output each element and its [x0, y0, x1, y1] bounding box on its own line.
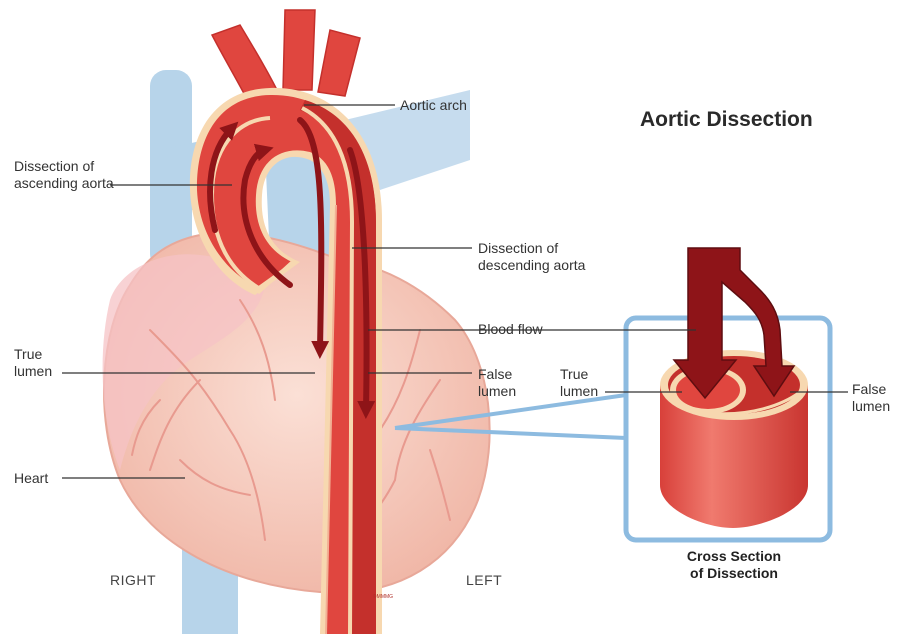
label-inset-true-lumen: True lumen — [560, 366, 598, 400]
diagram-title: Aortic Dissection — [640, 108, 813, 132]
label-dissection-descending: Dissection of descending aorta — [478, 240, 585, 274]
label-aortic-arch: Aortic arch — [400, 97, 467, 114]
label-dissection-ascending: Dissection of ascending aorta — [14, 158, 114, 192]
label-blood-flow: Blood flow — [478, 321, 543, 338]
label-true-lumen: True lumen — [14, 346, 52, 380]
heart — [103, 233, 490, 593]
label-heart: Heart — [14, 470, 48, 487]
label-left-side: LEFT — [466, 572, 502, 589]
credit-mark: ©MMMG — [373, 594, 393, 600]
inset-caption: Cross Section of Dissection — [664, 548, 804, 582]
label-false-lumen: False lumen — [478, 366, 516, 400]
label-right-side: RIGHT — [110, 572, 156, 589]
label-inset-false-lumen: False lumen — [852, 381, 890, 415]
